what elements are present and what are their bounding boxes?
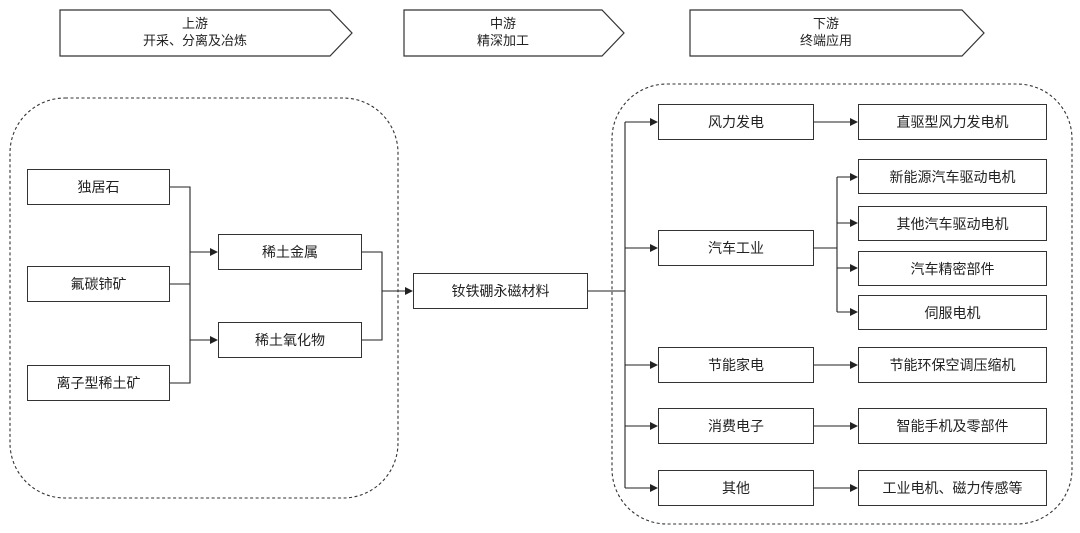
stage-arrow-midstream xyxy=(403,9,625,57)
stage-upstream-subtitle: 开采、分离及冶炼 xyxy=(142,34,247,49)
stage-downstream-subtitle: 终端应用 xyxy=(799,34,852,49)
stage-midstream: 中游 精深加工 xyxy=(404,10,602,56)
app-auto-precision-parts: 汽车精密部件 xyxy=(858,251,1047,286)
stage-downstream-title: 下游 xyxy=(812,17,839,32)
upstream-group-border xyxy=(9,97,399,499)
ndfeb-magnet-material: 钕铁硼永磁材料 xyxy=(413,273,588,309)
industry-consumer-electronics: 消费电子 xyxy=(658,408,814,444)
stage-downstream: 下游 终端应用 xyxy=(690,10,962,56)
app-servo-motor: 伺服电机 xyxy=(858,295,1047,330)
rare-earth-metal: 稀土金属 xyxy=(218,234,362,270)
stage-midstream-title: 中游 xyxy=(489,17,516,32)
rare-earth-oxide: 稀土氧化物 xyxy=(218,322,362,358)
industry-energy-saving-appliances: 节能家电 xyxy=(658,347,814,383)
stage-upstream-title: 上游 xyxy=(181,17,208,32)
downstream-group-border xyxy=(611,83,1073,525)
app-industrial-motor-sensors: 工业电机、磁力传感等 xyxy=(858,470,1047,506)
connector-ores xyxy=(170,186,191,384)
app-smartphone-parts: 智能手机及零部件 xyxy=(858,408,1047,444)
ore-ionic-rare-earth: 离子型稀土矿 xyxy=(27,365,170,401)
app-other-auto-drive-motor: 其他汽车驱动电机 xyxy=(858,206,1047,241)
stage-arrow-upstream xyxy=(59,9,353,57)
app-ac-compressor: 节能环保空调压缩机 xyxy=(858,347,1047,383)
connector-auto xyxy=(814,177,838,312)
industry-other: 其他 xyxy=(658,470,814,506)
ore-bastnaesite: 氟碳铈矿 xyxy=(27,266,170,302)
ore-monazite: 独居石 xyxy=(27,169,170,205)
app-direct-drive-wind-turbine: 直驱型风力发电机 xyxy=(858,104,1047,140)
stage-midstream-subtitle: 精深加工 xyxy=(476,34,529,49)
stage-upstream: 上游 开采、分离及冶炼 xyxy=(60,10,330,56)
stage-arrow-downstream xyxy=(689,9,985,57)
industry-wind-power: 风力发电 xyxy=(658,104,814,140)
industry-automotive: 汽车工业 xyxy=(658,230,814,266)
app-nev-drive-motor: 新能源汽车驱动电机 xyxy=(858,159,1047,194)
connector-intermediates xyxy=(362,251,383,341)
